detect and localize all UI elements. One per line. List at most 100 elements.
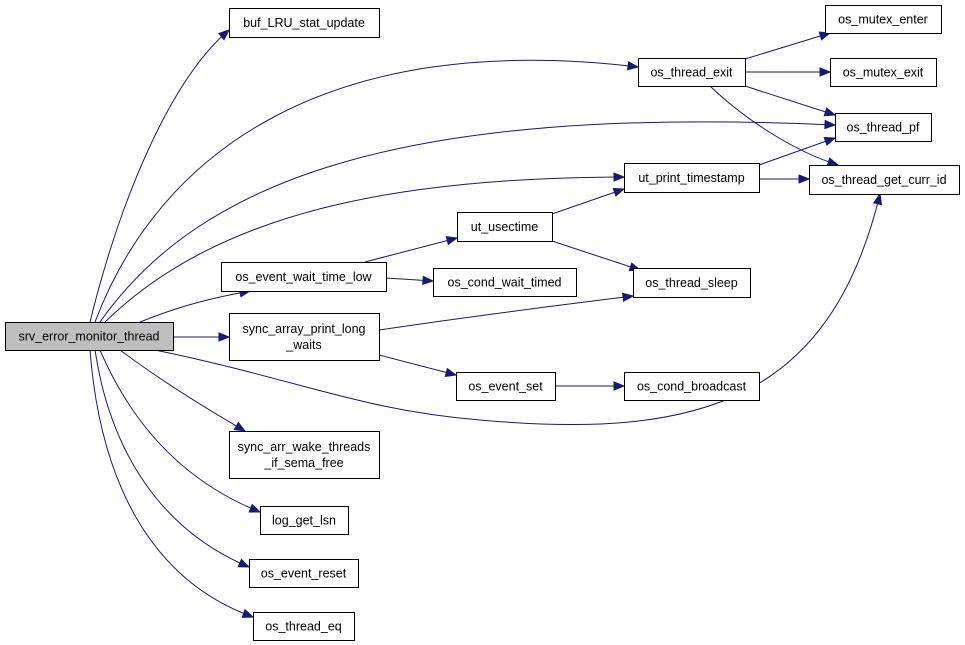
node-box bbox=[433, 268, 577, 297]
node-os-event-reset[interactable]: os_event_reset bbox=[249, 559, 359, 588]
edge-line bbox=[154, 193, 881, 426]
edge-ut_print_timestamp-to-os_thread_pf bbox=[758, 137, 837, 166]
edge-line bbox=[551, 240, 641, 271]
edge-line bbox=[378, 295, 634, 331]
edge-srv_error_monitor_thread-to-os_thread_pf bbox=[99, 119, 837, 323]
edge-line bbox=[104, 176, 625, 323]
edge-srv_error_monitor_thread-to-sync_arr_wake_threads_if_sema_free bbox=[119, 349, 247, 432]
arrowhead bbox=[248, 503, 262, 513]
edge-line bbox=[378, 354, 457, 376]
edge-sync_array_print_long_waits-to-os_event_set bbox=[378, 354, 458, 377]
edge-line bbox=[709, 85, 839, 166]
node-os-thread-get-curr-id[interactable]: os_thread_get_curr_id bbox=[809, 165, 960, 195]
edge-ut_usectime-to-ut_print_timestamp bbox=[551, 187, 626, 215]
arrowhead bbox=[798, 174, 811, 184]
node-label: buf_LRU_stat_update bbox=[243, 16, 365, 30]
edge-srv_error_monitor_thread-to-log_get_lsn bbox=[99, 349, 262, 513]
node-label: os_cond_wait_timed bbox=[448, 276, 562, 290]
node-ut-usectime[interactable]: ut_usectime bbox=[457, 212, 553, 242]
arrowhead bbox=[826, 157, 840, 167]
arrowhead bbox=[613, 172, 626, 182]
node-os-cond-broadcast[interactable]: os_cond_broadcast bbox=[624, 372, 760, 401]
node-sync-array-print-long-waits[interactable]: sync_array_print_long_waits bbox=[229, 313, 380, 361]
node-os-thread-pf[interactable]: os_thread_pf bbox=[835, 113, 932, 142]
node-label: os_mutex_enter bbox=[838, 13, 928, 27]
arrowhead bbox=[422, 275, 435, 286]
node-buf-LRU-stat-update[interactable]: buf_LRU_stat_update bbox=[229, 8, 380, 38]
node-box bbox=[221, 262, 387, 292]
node-os-mutex-exit[interactable]: os_mutex_exit bbox=[830, 58, 937, 87]
edge-line bbox=[99, 121, 836, 323]
node-label: sync_arr_wake_threads bbox=[238, 440, 371, 454]
edge-os_event_wait_time_low-to-os_cond_wait_timed bbox=[385, 275, 435, 286]
edge-line bbox=[551, 188, 625, 215]
arrowhead bbox=[217, 29, 231, 41]
edge-os_thread_exit-to-os_thread_get_curr_id bbox=[709, 85, 840, 167]
edge-line bbox=[89, 349, 254, 618]
node-label: os_thread_sleep bbox=[645, 276, 737, 290]
node-box bbox=[835, 113, 932, 142]
node-label: srv_error_monitor_thread bbox=[18, 330, 159, 344]
node-label: sync_array_print_long bbox=[243, 322, 366, 336]
arrowhead bbox=[237, 558, 251, 568]
node-box bbox=[624, 163, 760, 193]
edge-sync_array_print_long_waits-to-os_thread_sleep bbox=[378, 292, 635, 331]
edge-ut_print_timestamp-to-os_thread_get_curr_id bbox=[759, 174, 811, 184]
arrowhead bbox=[627, 61, 640, 71]
edge-srv_error_monitor_thread-to-buf_LRU_stat_update bbox=[89, 29, 231, 323]
node-label: ut_usectime bbox=[471, 220, 538, 234]
node-label: os_event_set bbox=[468, 380, 543, 394]
node-label: os_thread_pf bbox=[847, 121, 921, 135]
edge-line bbox=[94, 59, 639, 323]
edge-line bbox=[364, 237, 458, 263]
node-sync-arr-wake-threads-if-sema-free[interactable]: sync_arr_wake_threads _if_sema_free bbox=[229, 431, 380, 479]
edge-line bbox=[139, 290, 251, 323]
node-os-thread-sleep[interactable]: os_thread_sleep bbox=[633, 268, 751, 298]
node-os-cond-wait-timed[interactable]: os_cond_wait_timed bbox=[433, 268, 577, 297]
edge-line bbox=[744, 32, 831, 60]
node-label: ut_print_timestamp bbox=[638, 171, 744, 185]
node-label: os_thread_exit bbox=[650, 66, 733, 80]
node-log-get-lsn[interactable]: log_get_lsn bbox=[260, 506, 349, 535]
node-label: os_thread_get_curr_id bbox=[821, 173, 946, 187]
node-box bbox=[229, 313, 380, 361]
node-box bbox=[633, 268, 751, 298]
edge-line bbox=[758, 137, 836, 166]
node-label: log_get_lsn bbox=[272, 514, 336, 528]
edge-line bbox=[744, 85, 836, 116]
arrowhead bbox=[613, 381, 626, 391]
node-box bbox=[260, 506, 349, 535]
node-srv-error-monitor-thread[interactable]: srv_error_monitor_thread bbox=[5, 322, 174, 351]
node-label: os_event_reset bbox=[261, 567, 347, 581]
node-box bbox=[253, 612, 355, 641]
arrowhead bbox=[444, 367, 458, 377]
arrowhead bbox=[621, 292, 635, 302]
node-ut-print-timestamp[interactable]: ut_print_timestamp bbox=[624, 163, 760, 193]
node-os-mutex-enter[interactable]: os_mutex_enter bbox=[825, 5, 942, 34]
node-label: os_event_wait_time_low bbox=[235, 270, 372, 284]
node-os-thread-exit[interactable]: os_thread_exit bbox=[638, 58, 746, 87]
arrowhead bbox=[818, 31, 832, 41]
edge-line bbox=[119, 349, 246, 432]
edge-line bbox=[94, 349, 250, 568]
edge-os_thread_exit-to-os_thread_pf bbox=[744, 85, 837, 117]
node-box bbox=[5, 322, 174, 351]
arrowhead bbox=[824, 119, 837, 130]
arrowhead bbox=[823, 107, 837, 117]
node-box bbox=[456, 372, 556, 401]
node-box bbox=[830, 58, 937, 87]
edge-srv_error_monitor_thread-to-os_thread_exit bbox=[94, 59, 640, 323]
node-label: os_thread_eq bbox=[265, 620, 342, 634]
node-os-event-wait-time-low[interactable]: os_event_wait_time_low bbox=[221, 262, 387, 292]
arrowhead bbox=[218, 332, 231, 342]
node-os-thread-eq[interactable]: os_thread_eq bbox=[253, 612, 355, 641]
edge-srv_error_monitor_thread-to-os_event_reset bbox=[94, 349, 251, 568]
node-os-event-set[interactable]: os_event_set bbox=[456, 372, 556, 401]
node-label: os_cond_broadcast bbox=[637, 380, 747, 394]
node-label: _if_sema_free bbox=[263, 456, 343, 470]
edge-srv_error_monitor_thread-to-os_thread_eq bbox=[89, 349, 255, 618]
node-box bbox=[638, 58, 746, 87]
node-box bbox=[624, 372, 760, 401]
